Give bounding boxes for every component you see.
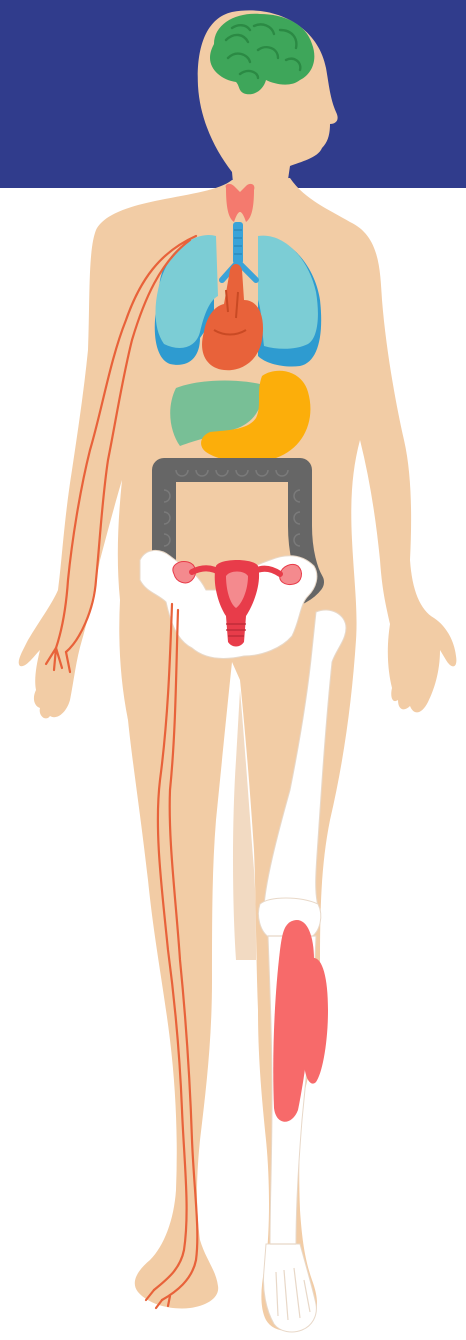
foot-bones <box>263 1244 316 1332</box>
